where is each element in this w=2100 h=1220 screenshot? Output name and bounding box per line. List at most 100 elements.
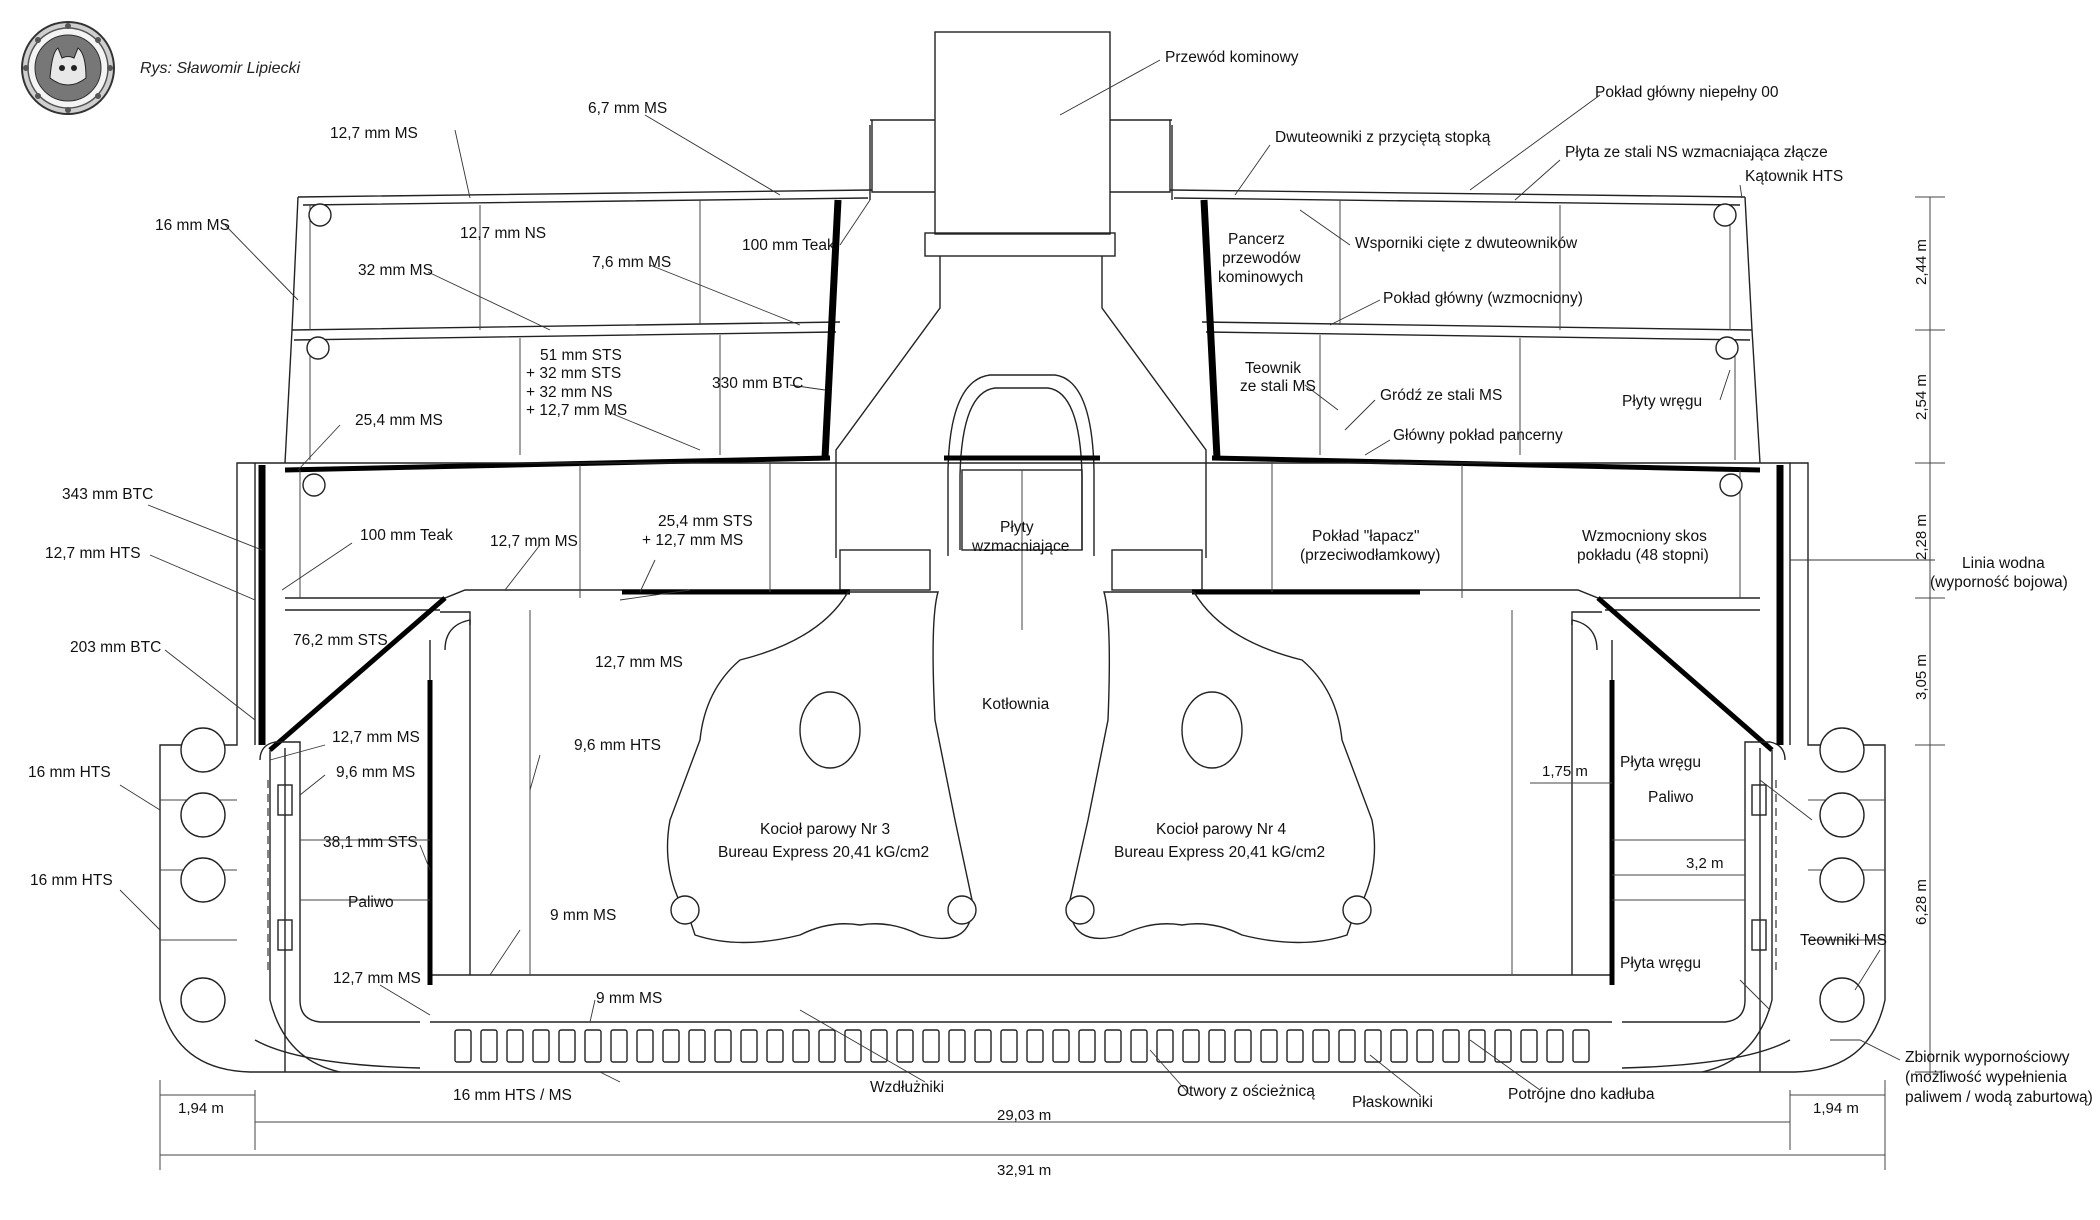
label-brackets: Wsporniki cięte z dwuteowników (1355, 235, 1578, 252)
label-reinf-plates-1: Płyty (1000, 519, 1034, 536)
boiler-3 (666, 591, 977, 944)
label-fuel-right: Paliwo (1648, 789, 1694, 806)
bottom-cell (896, 1029, 914, 1063)
bottom-cell (1390, 1029, 1408, 1063)
label-teak100-top: 100 mm Teak (742, 237, 835, 254)
hull-outline (159, 189, 1886, 1073)
label-frame-plates-top: Płyty wręgu (1622, 393, 1702, 410)
bottom-cell (1442, 1029, 1460, 1063)
funnel-uptake (835, 31, 1207, 630)
label-btc203: 203 mm BTC (70, 639, 161, 656)
bottom-cell (818, 1029, 836, 1063)
label-deck-d: + 12,7 mm MS (526, 402, 627, 419)
label-sts381: 38,1 mm STS (323, 834, 418, 851)
label-sts254-b: + 12,7 mm MS (642, 532, 743, 549)
label-buoyancy-2: (możliwość wypełnienia (1905, 1069, 2067, 1086)
bottom-cell (1234, 1029, 1252, 1063)
bottom-cell (1364, 1029, 1382, 1063)
bottom-cell (1416, 1029, 1434, 1063)
bottom-cell (1026, 1029, 1044, 1063)
label-triple-bottom: Potrójne dno kadłuba (1508, 1086, 1655, 1103)
label-angle-hts: Kątownik HTS (1745, 168, 1843, 185)
bottom-cell (1078, 1029, 1096, 1063)
dim-w-175: 1,75 m (1542, 763, 1588, 780)
label-t-76ms: 7,6 mm MS (592, 254, 671, 271)
label-catcher-deck-2: (przeciwodłamkowy) (1300, 547, 1440, 564)
bottom-cell (714, 1029, 732, 1063)
label-boiler4-1: Kocioł parowy Nr 4 (1156, 821, 1286, 838)
label-t-32ms: 32 mm MS (358, 262, 433, 279)
bottom-cell (1546, 1029, 1564, 1063)
dim-w-left: 1,94 m (178, 1100, 224, 1117)
bottom-cell (1286, 1029, 1304, 1063)
bottom-cell (870, 1029, 888, 1063)
label-sts762: 76,2 mm STS (293, 632, 388, 649)
label-main-armor-deck: Główny pokład pancerny (1393, 427, 1563, 444)
dim-h1: 2,44 m (1913, 239, 1930, 285)
bottom-cell (1468, 1029, 1486, 1063)
label-funnel-duct: Przewód kominowy (1165, 49, 1299, 66)
bottom-cell (1494, 1029, 1512, 1063)
label-catcher-deck-1: Pokład "łapacz" (1312, 528, 1420, 545)
label-btc343: 343 mm BTC (62, 486, 153, 503)
cat-porthole-logo (21, 21, 115, 115)
armor-belts (258, 199, 1784, 985)
label-boiler-room: Kotłownia (982, 696, 1050, 713)
label-btc330: 330 mm BTC (712, 375, 803, 392)
bottom-cell (636, 1029, 654, 1063)
label-ns-plate: Płyta ze stali NS wzmacniająca złącze (1565, 144, 1828, 161)
bottom-cell (792, 1029, 810, 1063)
bottom-cell (1520, 1029, 1538, 1063)
label-hts-ms16: 16 mm HTS / MS (453, 1087, 572, 1104)
bottom-cell (922, 1029, 940, 1063)
bottom-cell (948, 1029, 966, 1063)
label-buoyancy-3: paliwem / wodą zaburtową) (1905, 1089, 2093, 1106)
label-main-deck-reinforced: Pokład główny (wzmocniony) (1383, 290, 1583, 307)
bottom-cell (740, 1029, 758, 1063)
bottom-cell (1338, 1029, 1356, 1063)
label-slope-2: pokładu (48 stopni) (1577, 547, 1709, 564)
label-girder-ms: Gródź ze stali MS (1380, 387, 1502, 404)
bottom-cell (558, 1029, 576, 1063)
label-t-9ms-a: 9 mm MS (550, 907, 616, 924)
bottom-cell (532, 1029, 550, 1063)
label-deck-c: + 32 mm NS (526, 384, 613, 401)
dim-w-right: 1,94 m (1813, 1100, 1859, 1117)
label-t-beams-ms: Teowniki MS (1800, 932, 1887, 949)
label-deck-b: + 32 mm STS (526, 365, 621, 382)
label-sts254-a: 25,4 mm STS (658, 513, 753, 530)
label-longitudinals: Wzdłużniki (870, 1079, 944, 1096)
label-i-beams: Dwuteowniki z przyciętą stopką (1275, 129, 1491, 146)
label-t-127ms-low: 12,7 mm MS (332, 729, 420, 746)
dimension-lines (159, 196, 1945, 1170)
label-uptake-armor-2: przewodów (1222, 250, 1301, 267)
bottom-cell (480, 1029, 498, 1063)
bottom-cell (662, 1029, 680, 1063)
dim-w-inner: 29,03 m (997, 1107, 1051, 1124)
label-t-127ms-mid: 12,7 mm MS (490, 533, 578, 550)
label-waterline-1: Linia wodna (1962, 555, 2045, 572)
bottom-cell (454, 1029, 472, 1063)
label-t-127ms-bot: 12,7 mm MS (333, 970, 421, 987)
label-reinf-plates-2: wzmacniające (971, 538, 1069, 555)
bottom-cell (1104, 1029, 1122, 1063)
dim-h5: 6,28 m (1913, 879, 1930, 925)
label-slope-1: Wzmocniony skos (1582, 528, 1707, 545)
bottom-cell (1130, 1029, 1148, 1063)
label-uptake-armor-3: kominowych (1218, 269, 1303, 286)
boiler-4 (1065, 591, 1376, 944)
bottom-cell (1000, 1029, 1018, 1063)
label-holes-flange: Otwory z ościeżnicą (1177, 1083, 1315, 1100)
label-t-127ms-slope: 12,7 mm MS (595, 654, 683, 671)
label-boiler3-1: Kocioł parowy Nr 3 (760, 821, 890, 838)
diagram-labels: Przewód kominowy Pokład główny niepełny … (28, 49, 2093, 1111)
triple-bottom-cells (454, 1029, 1590, 1063)
label-t-16ms: 16 mm MS (155, 217, 230, 234)
label-t-96ms: 9,6 mm MS (336, 764, 415, 781)
dim-w-total: 32,91 m (997, 1162, 1051, 1179)
dim-h3: 2,28 m (1913, 514, 1930, 560)
label-hts16-b: 16 mm HTS (30, 872, 113, 889)
bottom-cell (766, 1029, 784, 1063)
bottom-cell (1182, 1029, 1200, 1063)
